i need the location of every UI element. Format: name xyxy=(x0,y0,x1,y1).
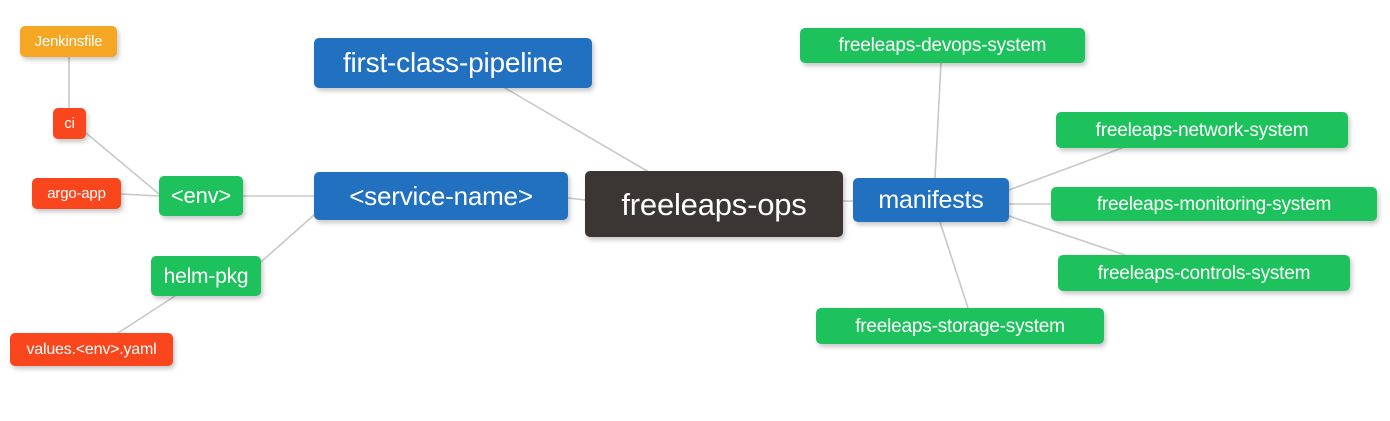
node-helm-pkg[interactable]: helm-pkg xyxy=(151,256,261,296)
node-service-name[interactable]: <service-name> xyxy=(314,172,568,220)
node-first-class-pipeline[interactable]: first-class-pipeline xyxy=(314,38,592,88)
node-values-env-yaml[interactable]: values.<env>.yaml xyxy=(10,333,173,366)
node-label-freeleaps-monitoring-system: freeleaps-monitoring-system xyxy=(1096,193,1332,215)
node-freeleaps-storage-system[interactable]: freeleaps-storage-system xyxy=(816,308,1104,344)
node-label-manifests: manifests xyxy=(878,185,984,214)
node-freeleaps-network-system[interactable]: freeleaps-network-system xyxy=(1056,112,1348,148)
node-label-freeleaps-controls-system: freeleaps-controls-system xyxy=(1097,262,1311,284)
node-label-env: <env> xyxy=(170,183,232,208)
edge-manifests-to-freeleaps-devops-system xyxy=(934,62,942,179)
node-manifests[interactable]: manifests xyxy=(853,178,1009,222)
node-label-jenkinsfile: Jenkinsfile xyxy=(34,33,103,50)
node-label-values-env-yaml: values.<env>.yaml xyxy=(26,340,157,358)
edge-manifests-to-freeleaps-network-system xyxy=(1008,147,1123,191)
node-label-freeleaps-devops-system: freeleaps-devops-system xyxy=(838,35,1047,56)
node-freeleaps-devops-system[interactable]: freeleaps-devops-system xyxy=(800,28,1085,63)
node-label-freeleaps-ops: freeleaps-ops xyxy=(621,186,807,222)
edge-argo-app-to-env xyxy=(120,193,160,197)
node-label-ci: ci xyxy=(64,115,75,132)
edge-manifests-to-freeleaps-controls-system xyxy=(1008,215,1126,256)
node-ci[interactable]: ci xyxy=(53,108,86,139)
edge-service-name-to-helm-pkg xyxy=(260,214,315,263)
node-env[interactable]: <env> xyxy=(159,176,243,216)
node-label-service-name: <service-name> xyxy=(349,181,533,211)
edge-first-class-pipeline-to-freeleaps-ops xyxy=(504,87,648,172)
node-freeleaps-ops[interactable]: freeleaps-ops xyxy=(585,171,843,237)
node-jenkinsfile[interactable]: Jenkinsfile xyxy=(20,26,117,57)
node-label-argo-app: argo-app xyxy=(47,185,106,202)
edge-service-name-to-freeleaps-ops xyxy=(567,197,586,201)
edge-manifests-to-freeleaps-storage-system xyxy=(939,221,969,309)
node-label-helm-pkg: helm-pkg xyxy=(163,264,249,288)
node-label-first-class-pipeline: first-class-pipeline xyxy=(342,47,564,78)
node-argo-app[interactable]: argo-app xyxy=(32,178,121,209)
node-freeleaps-controls-system[interactable]: freeleaps-controls-system xyxy=(1058,255,1350,291)
node-freeleaps-monitoring-system[interactable]: freeleaps-monitoring-system xyxy=(1051,187,1377,221)
node-label-freeleaps-storage-system: freeleaps-storage-system xyxy=(855,315,1065,337)
node-label-freeleaps-network-system: freeleaps-network-system xyxy=(1095,119,1309,141)
edge-helm-pkg-to-values-env-yaml xyxy=(117,295,176,334)
